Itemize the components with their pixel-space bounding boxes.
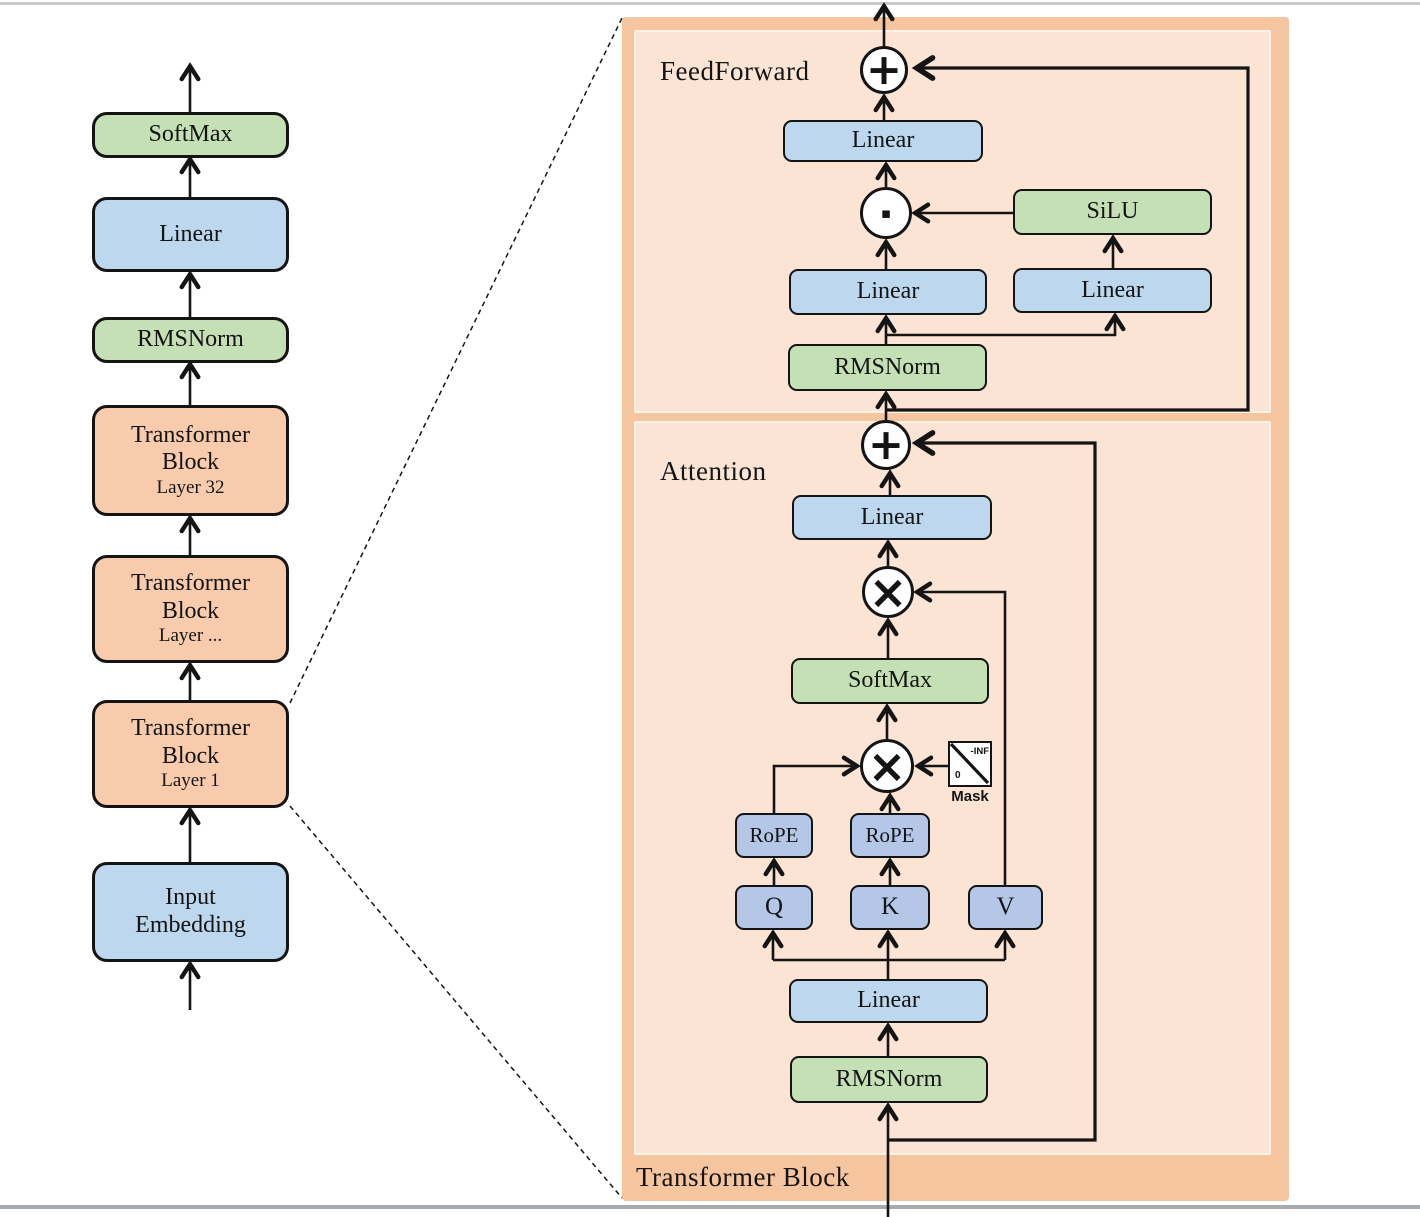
rope-k-block: RoPE bbox=[850, 813, 930, 858]
ff-linear-left-label: Linear bbox=[856, 278, 920, 305]
qk-matmul-icon: × bbox=[860, 739, 914, 793]
left-rmsnorm-label: RMSNorm bbox=[137, 326, 244, 353]
zoom-guide-bottom bbox=[289, 805, 623, 1199]
att-softmax-block: SoftMax bbox=[791, 658, 989, 704]
ff-rmsnorm-label: RMSNorm bbox=[834, 353, 941, 380]
q-block: Q bbox=[735, 885, 813, 930]
bottom-divider bbox=[0, 1205, 1420, 1209]
k-label: K bbox=[880, 893, 900, 921]
attention-title: Attention bbox=[660, 456, 767, 486]
input-embedding-block: Input Embedding bbox=[92, 862, 289, 962]
rope-k-label: RoPE bbox=[865, 823, 915, 848]
left-linear-block: Linear bbox=[92, 197, 289, 272]
blockmid-layer-label: Layer ... bbox=[158, 625, 223, 647]
ff-linear-right-label: Linear bbox=[1081, 276, 1144, 303]
blockmid-line2: Block bbox=[161, 597, 220, 624]
ff-add-icon: + bbox=[860, 46, 908, 94]
left-softmax-block: SoftMax bbox=[92, 112, 289, 158]
block1-line2: Block bbox=[161, 742, 220, 769]
rope-q-label: RoPE bbox=[749, 823, 799, 848]
att-linear-out-label: Linear bbox=[860, 503, 924, 530]
left-rmsnorm-block: RMSNorm bbox=[92, 317, 289, 363]
ff-linear-left-block: Linear bbox=[789, 269, 987, 315]
score-v-matmul-glyph: × bbox=[868, 565, 908, 619]
transformer-block-layer-mid: Transformer Block Layer ... bbox=[92, 555, 289, 663]
causal-mask-icon: -INF 0 bbox=[948, 741, 992, 787]
transformer-block-footer-label: Transformer Block bbox=[636, 1162, 850, 1192]
transformer-block-layer32: Transformer Block Layer 32 bbox=[92, 405, 289, 516]
ff-rmsnorm-block: RMSNorm bbox=[788, 344, 987, 391]
ff-linear-right-block: Linear bbox=[1013, 268, 1212, 313]
feedforward-title: FeedForward bbox=[660, 56, 810, 86]
att-linear-in-block: Linear bbox=[789, 979, 988, 1023]
left-linear-label: Linear bbox=[159, 220, 222, 247]
q-label: Q bbox=[764, 893, 784, 921]
block1-layer-label: Layer 1 bbox=[161, 770, 220, 792]
att-rmsnorm-label: RMSNorm bbox=[835, 1065, 943, 1092]
mask-label: Mask bbox=[951, 788, 989, 805]
attention-add-glyph: + bbox=[867, 419, 905, 470]
att-linear-out-block: Linear bbox=[792, 495, 992, 540]
mask-diagonal bbox=[950, 743, 989, 784]
block1-line1: Transformer bbox=[130, 715, 251, 741]
att-rmsnorm-block: RMSNorm bbox=[790, 1056, 988, 1103]
k-block: K bbox=[850, 885, 930, 930]
score-v-matmul-icon: × bbox=[862, 566, 914, 618]
v-label: V bbox=[996, 893, 1015, 921]
top-divider bbox=[0, 2, 1420, 5]
block32-line2: Block bbox=[161, 449, 220, 476]
silu-block: SiLU bbox=[1013, 189, 1212, 235]
mask-neginf-label: -INF bbox=[970, 746, 989, 757]
transformer-block-layer1: Transformer Block Layer 1 bbox=[92, 700, 289, 808]
v-block: V bbox=[968, 885, 1043, 930]
ff-add-glyph: + bbox=[865, 44, 903, 95]
ff-linear-out-block: Linear bbox=[783, 120, 983, 162]
zoom-guide-top bbox=[289, 17, 623, 704]
left-softmax-label: SoftMax bbox=[148, 121, 233, 148]
qk-matmul-glyph: × bbox=[867, 739, 907, 793]
rope-q-block: RoPE bbox=[735, 813, 813, 858]
att-softmax-label: SoftMax bbox=[848, 667, 932, 694]
elementwise-glyph: ▪ bbox=[880, 203, 892, 222]
att-linear-in-label: Linear bbox=[857, 987, 920, 1014]
block32-layer-label: Layer 32 bbox=[156, 476, 225, 498]
input-embedding-line2: Embedding bbox=[135, 912, 246, 938]
ff-linear-out-label: Linear bbox=[851, 127, 915, 154]
block32-line1: Transformer bbox=[130, 421, 251, 448]
input-embedding-line1: Input bbox=[165, 884, 216, 911]
elementwise-multiply-icon: ▪ bbox=[860, 187, 912, 239]
silu-label: SiLU bbox=[1086, 198, 1139, 225]
mask-zero-label: 0 bbox=[955, 770, 961, 781]
attention-add-icon: + bbox=[861, 420, 911, 470]
blockmid-line1: Transformer bbox=[130, 570, 251, 596]
